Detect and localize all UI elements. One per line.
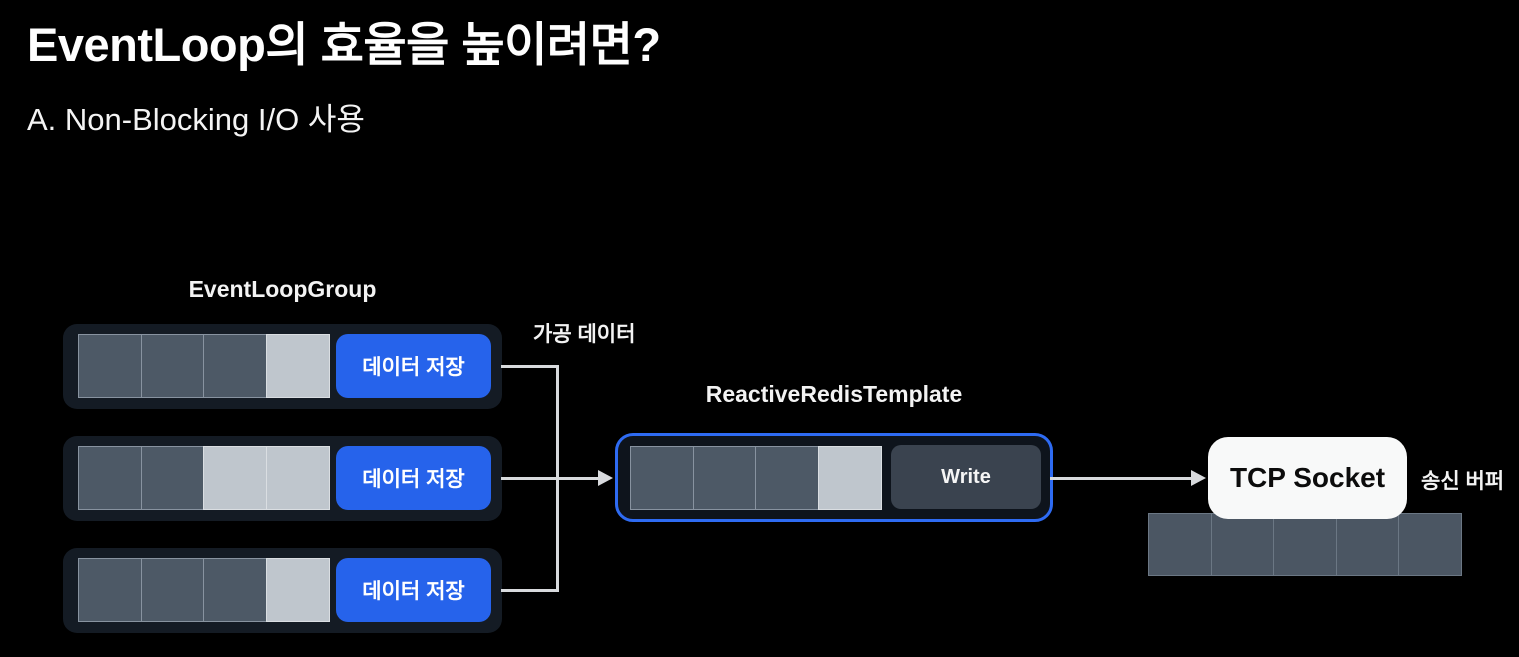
tcp-socket-box: TCP Socket [1208, 437, 1407, 519]
connector-row2 [501, 477, 600, 480]
task-queue [78, 558, 330, 622]
queue-cell [78, 558, 142, 622]
buffer-cell [1210, 513, 1275, 576]
queue-cell [630, 446, 694, 510]
reactive-redis-template-box: Write [615, 433, 1053, 522]
page-title: EventLoop의 효율을 높이려면? [27, 18, 661, 71]
save-data-button: 데이터 저장 [336, 558, 491, 622]
task-queue [78, 334, 330, 398]
queue-cell [203, 334, 267, 398]
queue-cell [203, 558, 267, 622]
connector-to-tcp [1050, 477, 1192, 480]
queue-cell [203, 446, 267, 510]
queue-cell [78, 446, 142, 510]
queue-cell [755, 446, 819, 510]
connector-row3 [501, 589, 558, 592]
event-loop-row: 데이터 저장 [63, 436, 502, 521]
arrow-right-icon [598, 470, 613, 486]
save-data-button: 데이터 저장 [336, 446, 491, 510]
write-button: Write [891, 445, 1041, 509]
queue-cell [140, 334, 205, 398]
queue-cell [817, 446, 882, 510]
task-queue [630, 446, 882, 510]
queue-cell [265, 446, 330, 510]
event-loop-row: 데이터 저장 [63, 324, 502, 409]
queue-cell [78, 334, 142, 398]
page-subtitle: A. Non-Blocking I/O 사용 [27, 102, 365, 137]
queue-cell [140, 446, 205, 510]
processed-data-label: 가공 데이터 [533, 323, 636, 346]
queue-cell [692, 446, 757, 510]
task-queue [78, 446, 330, 510]
event-loop-row: 데이터 저장 [63, 548, 502, 633]
reactive-redis-template-label: ReactiveRedisTemplate [705, 381, 963, 407]
queue-cell [265, 334, 330, 398]
connector-row1 [501, 365, 558, 368]
send-buffer-label: 송신 버퍼 [1421, 470, 1505, 493]
event-loop-group-label: EventLoopGroup [188, 276, 377, 302]
buffer-cell [1273, 513, 1337, 576]
send-buffer-queue [1148, 513, 1462, 576]
buffer-cell [1335, 513, 1400, 576]
arrow-right-icon [1191, 470, 1206, 486]
buffer-cell [1398, 513, 1462, 576]
queue-cell [265, 558, 330, 622]
buffer-cell [1148, 513, 1212, 576]
queue-cell [140, 558, 205, 622]
save-data-button: 데이터 저장 [336, 334, 491, 398]
